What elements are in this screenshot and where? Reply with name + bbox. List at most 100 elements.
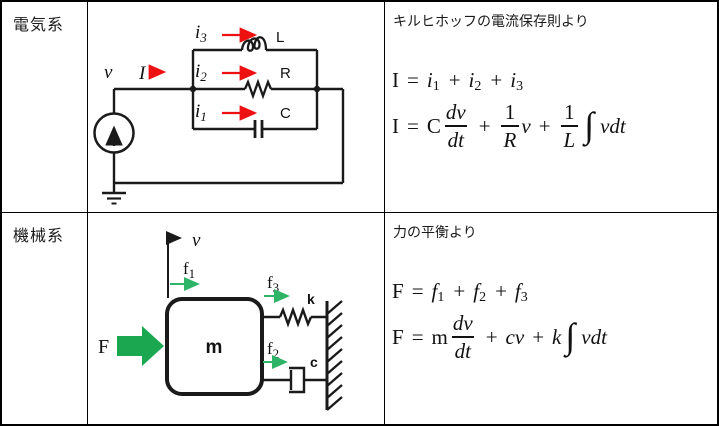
math-token: + (495, 278, 507, 303)
mass-label: m (206, 337, 223, 358)
fraction: 1 L (560, 99, 579, 151)
mechanical-note: 力の平衡より (393, 224, 477, 240)
fraction: dv dt (450, 310, 476, 362)
math-token: dv (445, 99, 466, 124)
circuit-wires (112, 48, 345, 193)
math-token: + (485, 324, 498, 349)
force-label-f2: f2 (267, 339, 279, 361)
math-token: = (407, 67, 419, 92)
math-subscript: 3 (520, 290, 528, 305)
f3-base: f (267, 273, 273, 292)
math-token: i (468, 67, 475, 92)
i1-sub: 1 (200, 109, 207, 124)
force-label-f3: f3 (267, 273, 279, 295)
force-label-f1: f1 (183, 259, 195, 281)
branch-current-label-i2: i2 (195, 61, 207, 84)
voltage-label: v (104, 62, 113, 83)
math-token: f (473, 278, 480, 303)
math-token: f (431, 278, 438, 303)
math-token: vdt (581, 324, 607, 349)
math-token: + (448, 67, 461, 92)
branch-current-label-i3: i3 (195, 22, 207, 45)
math-subscript: 1 (432, 79, 440, 94)
f2-sub: 2 (273, 346, 280, 361)
math-token: cv (505, 324, 525, 349)
electrical-eq-sum: I = i 1 + i 2 + i 3 (392, 65, 717, 95)
mechanical-equations-cell: 力の平衡より F = f 1 + f 2 + f 3 F = m (385, 213, 717, 424)
math-subscript: 3 (516, 79, 524, 94)
damper-icon (263, 366, 327, 394)
electrical-circuit-cell: v I i3 i2 i1 L R C (88, 2, 385, 213)
math-token: F (392, 324, 404, 349)
velocity-label: v (192, 230, 201, 251)
mechanical-eq-main: F = m dv dt + cv + k ∫ vdt (392, 308, 717, 366)
row-label-electrical: 電気系 (2, 2, 88, 213)
velocity-axis-icon (166, 231, 182, 298)
math-token: dv (452, 310, 473, 335)
mass-spring-damper-diagram: v f1 m F f3 k f2 (98, 230, 343, 411)
math-token: + (538, 113, 551, 138)
math-token: + (532, 324, 545, 349)
math-token: C (426, 113, 441, 138)
mechanical-equations: F = f 1 + f 2 + f 3 F = m dv (385, 276, 717, 366)
math-subscript: 1 (437, 290, 445, 305)
math-token: F (392, 278, 404, 303)
math-token: f (514, 278, 521, 303)
electrical-eq-main: I = C dv dt + 1 R v + 1 (392, 97, 717, 155)
f1-sub: 1 (189, 266, 196, 281)
math-token: R (500, 124, 520, 151)
f3-sub: 3 (273, 280, 280, 295)
current-arrows (148, 27, 258, 121)
row-label-text: 機械系 (13, 228, 65, 245)
spring-icon (263, 306, 327, 328)
fraction: dv dt (443, 99, 469, 151)
circuit-diagram: v I i3 i2 i1 L R C (93, 22, 345, 205)
integral-sign: ∫ (584, 105, 595, 145)
math-token: = (411, 278, 424, 303)
math-token: + (490, 67, 503, 92)
math-token: L (560, 124, 579, 151)
math-subscript: 2 (479, 290, 487, 305)
electrical-equations: I = i 1 + i 2 + i 3 I = C dv (385, 65, 717, 155)
math-token: + (478, 113, 491, 138)
math-token: = (407, 113, 419, 138)
math-token: dt (451, 335, 474, 362)
electrical-note: キルヒホッフの電流保存則より (393, 13, 589, 29)
f2-base: f (267, 339, 273, 358)
row-label-mechanical: 機械系 (2, 213, 88, 424)
fraction: 1 R (500, 99, 520, 151)
mechanical-eq-sum: F = f 1 + f 2 + f 3 (392, 276, 717, 306)
math-token: m (431, 324, 448, 349)
current-source-icon (93, 112, 135, 154)
branch-current-label-i1: i1 (195, 101, 207, 124)
math-token: I (392, 67, 399, 92)
math-token: 1 (504, 99, 516, 124)
mass-block (165, 297, 264, 396)
f1-base: f (183, 259, 189, 278)
math-token: vdt (600, 113, 626, 138)
resistor-label: R (280, 65, 291, 82)
i2-sub: 2 (200, 69, 207, 84)
math-token: i (426, 67, 433, 92)
math-token: 1 (564, 99, 575, 124)
inductor-label: L (276, 29, 284, 46)
damper-label: c (310, 354, 318, 370)
capacitor-label: C (280, 105, 291, 122)
math-token: v (521, 113, 531, 138)
math-token: dt (444, 124, 467, 151)
math-token: + (453, 278, 466, 303)
capacitor-icon (253, 120, 264, 138)
node-dot-left (189, 85, 197, 93)
math-token: k (552, 324, 562, 349)
input-current-label: I (138, 63, 147, 84)
math-subscript: 2 (474, 79, 482, 94)
math-token: i (510, 67, 517, 92)
mechanical-diagram-cell: v f1 m F f3 k f2 (88, 213, 385, 424)
electrical-equations-cell: キルヒホッフの電流保存則より I = i 1 + i 2 + i 3 I = (385, 2, 717, 213)
resistor-icon (243, 78, 273, 100)
i3-sub: 3 (199, 30, 207, 45)
i1-base: i (195, 101, 200, 122)
math-token: I (392, 113, 399, 138)
